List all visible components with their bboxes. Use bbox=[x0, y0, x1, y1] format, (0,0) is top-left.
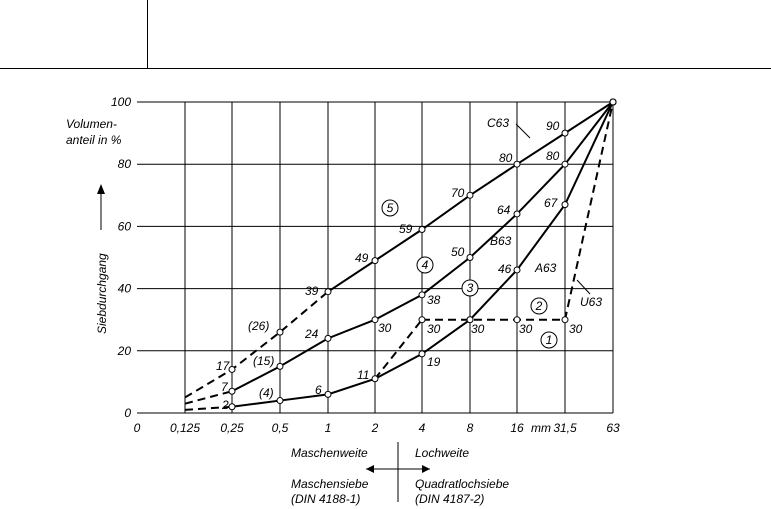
u63-point-0 bbox=[419, 317, 425, 323]
b63-point-7 bbox=[562, 161, 568, 167]
c63-label-16: 80 bbox=[499, 151, 513, 165]
y-tick-80: 80 bbox=[118, 157, 132, 171]
footer-right-line2: (DIN 4187-2) bbox=[415, 492, 484, 506]
y-tick-0: 0 bbox=[124, 406, 131, 420]
c63-point-4 bbox=[514, 161, 520, 167]
b63-label-4: 38 bbox=[427, 293, 441, 307]
c63-label-31: 90 bbox=[546, 119, 560, 133]
c63-point-025 bbox=[229, 366, 235, 372]
a63-point-4 bbox=[419, 351, 425, 357]
a63-point-1 bbox=[277, 398, 283, 404]
x-tick-3: 0,5 bbox=[272, 421, 289, 435]
footer-right-line1: Quadratlochsiebe bbox=[415, 477, 509, 491]
u63-leader bbox=[577, 280, 590, 294]
c63-label-2: 49 bbox=[355, 251, 369, 265]
c63-label-8: 70 bbox=[451, 186, 465, 200]
b63-label-1: 24 bbox=[304, 327, 319, 341]
a63-label-2: 11 bbox=[357, 368, 369, 382]
c63-name: C63 bbox=[487, 116, 509, 130]
c63-point-1 bbox=[372, 258, 378, 264]
b63-point-4 bbox=[419, 292, 425, 298]
a63-label-31: 67 bbox=[544, 196, 559, 210]
x-tick-10: 31,5 bbox=[553, 421, 577, 435]
c63-point-0 bbox=[325, 289, 331, 295]
series-c63-dashed bbox=[185, 292, 328, 398]
y-tick-100: 100 bbox=[111, 95, 131, 109]
b63-label-05: (15) bbox=[253, 354, 274, 368]
x-label-maschenweite: Maschenweite bbox=[291, 446, 368, 460]
b63-point-5 bbox=[467, 255, 473, 261]
c63-leader bbox=[516, 124, 530, 138]
u63-label-8: 30 bbox=[471, 322, 485, 336]
c63-label-017: 17 bbox=[216, 359, 231, 373]
b63-point-2 bbox=[325, 335, 331, 341]
x-tick-2: 0,25 bbox=[220, 421, 244, 435]
y-axis-label-bottom: anteil in % bbox=[66, 133, 122, 147]
u63-label-16: 30 bbox=[519, 322, 533, 336]
b63-name: B63 bbox=[490, 234, 512, 248]
a63-point-7 bbox=[562, 202, 568, 208]
y-tick-60: 60 bbox=[118, 219, 132, 233]
a63-label-025: 2 bbox=[221, 398, 229, 412]
u63-label-31: 30 bbox=[569, 322, 583, 336]
b63-point-0 bbox=[229, 388, 235, 394]
b63-label-8: 50 bbox=[451, 245, 465, 259]
x-tick-11: 63 bbox=[606, 421, 620, 435]
zone-label-2: 2 bbox=[535, 299, 543, 313]
x-tick-8: 16 bbox=[510, 421, 524, 435]
b63-label-2: 30 bbox=[378, 321, 392, 335]
c63-label-4: 59 bbox=[399, 222, 413, 236]
a63-point-0 bbox=[229, 404, 235, 410]
footer-left-line1: Maschensiebe bbox=[291, 477, 369, 491]
x-tick-1: 0,125 bbox=[170, 421, 200, 435]
side-arrow bbox=[97, 184, 105, 230]
u63-name: U63 bbox=[580, 295, 602, 309]
c63-point-5 bbox=[562, 130, 568, 136]
y-tick-40: 40 bbox=[118, 282, 132, 296]
c63-label-1: 39 bbox=[305, 284, 319, 298]
c63-point-05 bbox=[277, 329, 283, 335]
c63-label-026: (26) bbox=[248, 319, 269, 333]
x-tick-6: 4 bbox=[419, 421, 426, 435]
zone-label-1: 1 bbox=[546, 333, 553, 347]
zone-label-4: 4 bbox=[422, 258, 429, 272]
a63-label-05: (4) bbox=[259, 386, 274, 400]
b63-point-1 bbox=[277, 363, 283, 369]
x-label-lochweite: Lochweite bbox=[415, 446, 469, 460]
u63-label-4: 30 bbox=[427, 322, 441, 336]
b63-point-6 bbox=[514, 211, 520, 217]
a63-point-3 bbox=[372, 376, 378, 382]
zone-label-5: 5 bbox=[387, 201, 394, 215]
end-point-63 bbox=[610, 99, 616, 105]
a63-label-4: 19 bbox=[427, 355, 441, 369]
footer-left-line2: (DIN 4188-1) bbox=[291, 492, 360, 506]
a63-point-2 bbox=[325, 391, 331, 397]
zone-label-3: 3 bbox=[467, 281, 474, 295]
a63-label-1: 6 bbox=[315, 383, 322, 397]
y-axis-side-label: Siebdurchgang bbox=[95, 253, 109, 334]
a63-name: A63 bbox=[534, 261, 557, 275]
b63-label-31: 80 bbox=[546, 149, 560, 163]
u63-point-3 bbox=[562, 317, 568, 323]
x-tick-0: 0 bbox=[134, 421, 141, 435]
y-tick-20: 20 bbox=[117, 344, 132, 358]
a63-label-16: 46 bbox=[498, 262, 512, 276]
x-tick-4: 1 bbox=[325, 421, 332, 435]
c63-point-2 bbox=[419, 227, 425, 233]
y-axis-label-top: Volumen- bbox=[66, 117, 117, 131]
x-tick-9: mm bbox=[531, 421, 551, 435]
b63-label-16: 64 bbox=[497, 203, 511, 217]
c63-point-3 bbox=[467, 192, 473, 198]
x-tick-7: 8 bbox=[467, 421, 474, 435]
x-tick-5: 2 bbox=[371, 421, 379, 435]
a63-point-6 bbox=[514, 267, 520, 273]
